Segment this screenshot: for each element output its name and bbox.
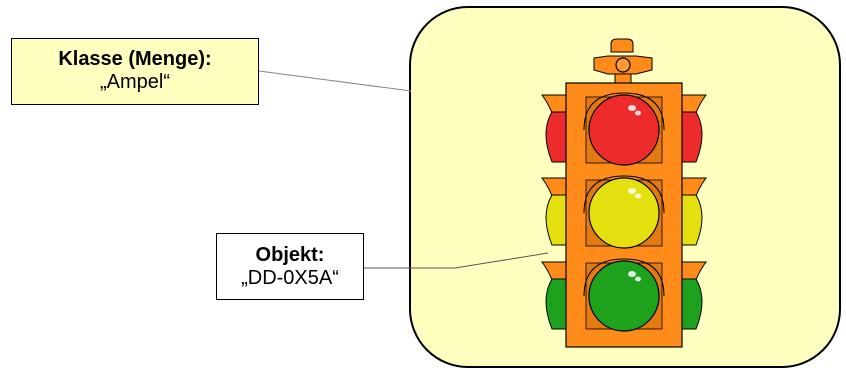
class-label-value: „Ampel“ xyxy=(99,71,170,93)
green-lamp xyxy=(588,260,660,332)
lamp-highlights xyxy=(628,105,641,282)
class-connector-line xyxy=(258,70,412,92)
class-label-heading: Klasse (Menge): xyxy=(58,48,212,70)
traffic-light-side-visors xyxy=(541,94,707,330)
object-label-value: „DD-0X5A“ xyxy=(241,267,339,289)
traffic-light-top-cap xyxy=(593,38,653,84)
traffic-light xyxy=(541,38,707,348)
object-label-box: Objekt: „DD-0X5A“ xyxy=(216,233,364,300)
object-label-heading: Objekt: xyxy=(255,244,325,266)
class-label-box: Klasse (Menge): „Ampel“ xyxy=(11,38,259,105)
object-connector-line xyxy=(364,252,549,269)
yellow-lamp xyxy=(588,177,660,249)
red-lamp xyxy=(588,94,660,166)
